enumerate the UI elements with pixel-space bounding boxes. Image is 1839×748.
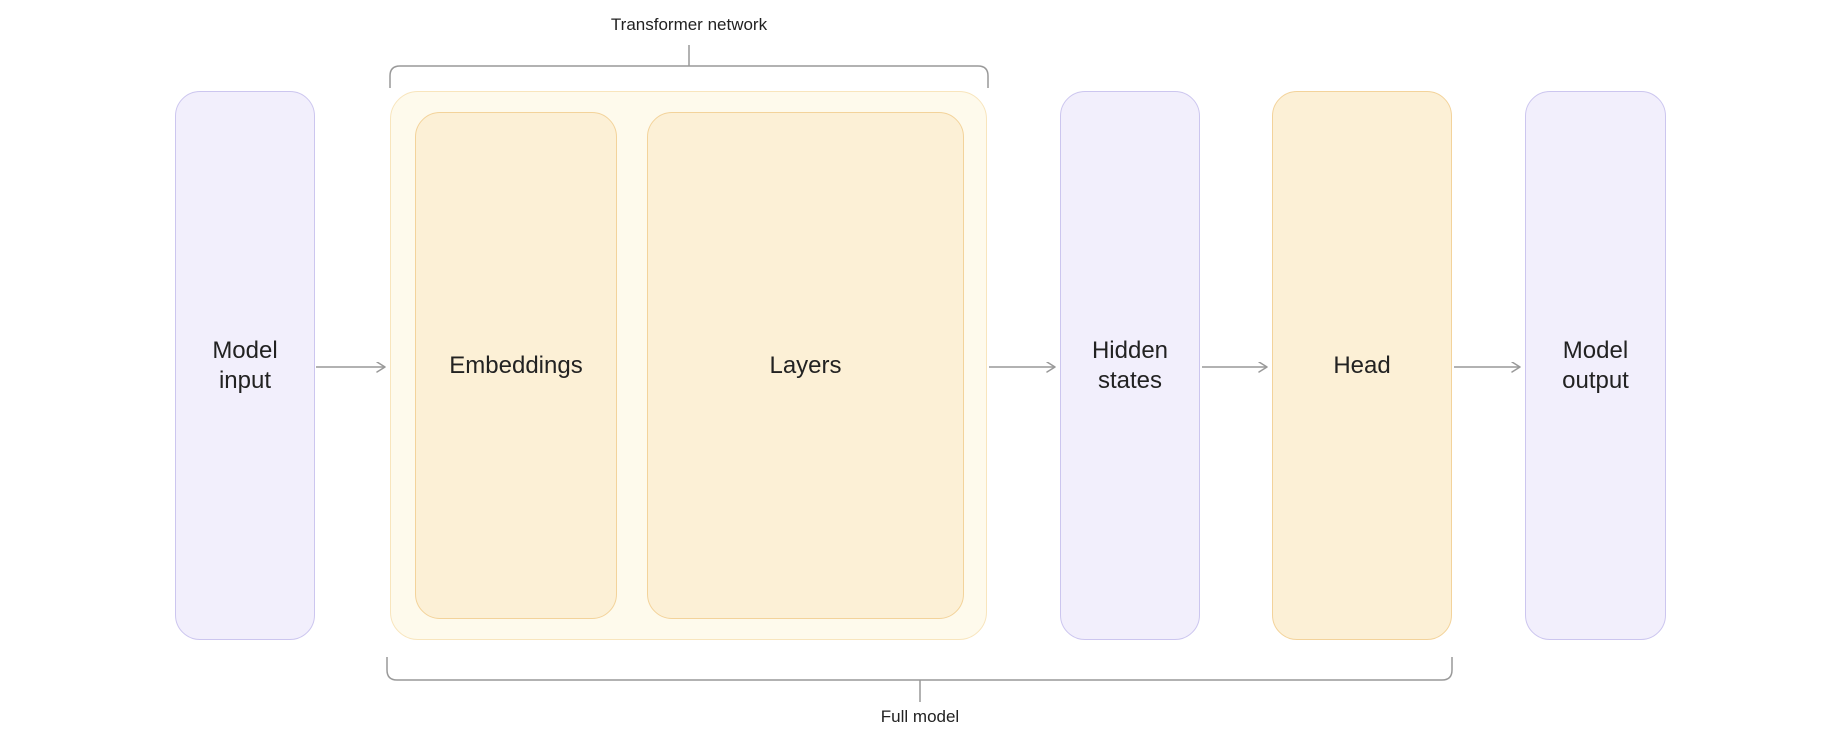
- transformer-network-bracket-line: [389, 65, 989, 88]
- hidden-states-label: Hidden states: [1091, 336, 1169, 394]
- model-output-box: Model output: [1525, 91, 1666, 640]
- head-label: Head: [1333, 351, 1391, 379]
- full-model-bracket-label: Full model: [880, 707, 960, 726]
- embeddings-box: Embeddings: [415, 112, 617, 619]
- head-box: Head: [1272, 91, 1452, 640]
- hidden-states-box: Hidden states: [1060, 91, 1200, 640]
- model-input-label: Model input: [212, 336, 278, 394]
- model-output-label: Model output: [1562, 336, 1629, 394]
- embeddings-label: Embeddings: [449, 351, 583, 379]
- full-model-bracket-line: [386, 657, 1453, 681]
- layers-label: Layers: [769, 351, 842, 379]
- full-model-bracket: [386, 657, 1453, 702]
- layers-box: Layers: [647, 112, 964, 619]
- model-input-box: Model input: [175, 91, 315, 640]
- transformer-network-bracket-label: Transformer network: [610, 15, 768, 34]
- transformer-network-bracket: [389, 45, 989, 88]
